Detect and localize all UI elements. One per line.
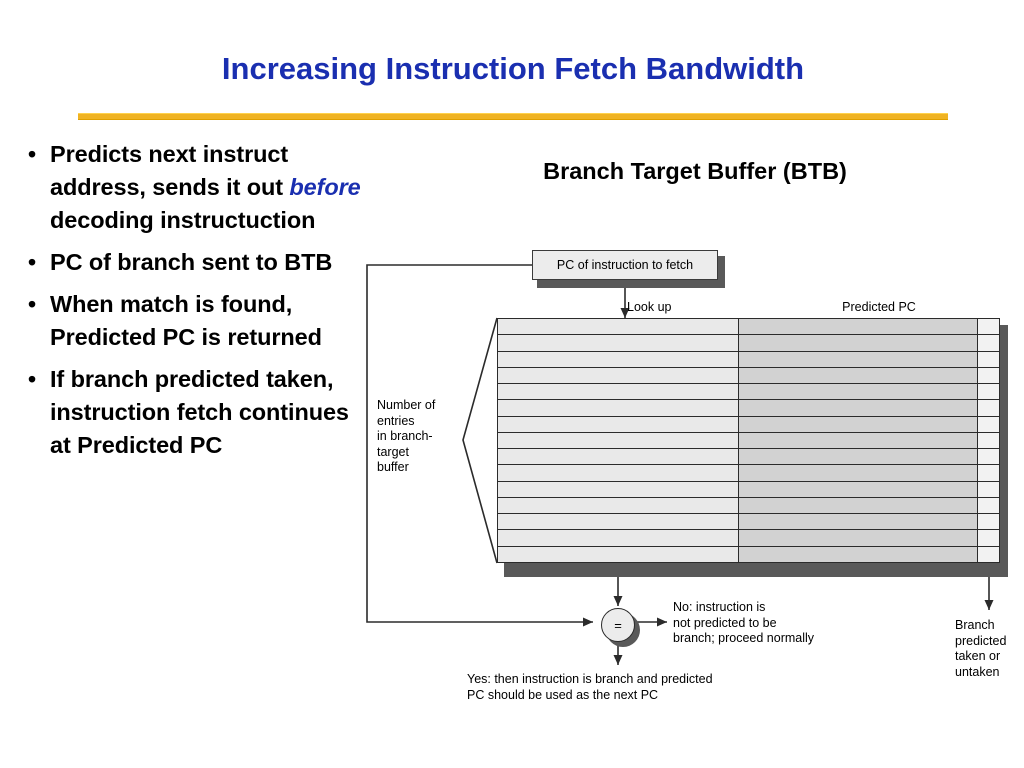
cell-tag xyxy=(498,351,739,367)
cell-predicted-pc xyxy=(739,351,978,367)
predicted-pc-label: Predicted PC xyxy=(842,300,916,314)
table-row[interactable] xyxy=(498,432,999,450)
cell-predicted-pc xyxy=(739,530,978,546)
cell-taken-flag xyxy=(978,384,999,400)
bullet-text-emphasis: before xyxy=(289,174,361,200)
bullet-marker-icon: • xyxy=(28,291,37,317)
cell-predicted-pc xyxy=(739,319,978,335)
cell-predicted-pc xyxy=(739,449,978,465)
list-item: • If branch predicted taken, instruction… xyxy=(28,363,368,462)
table-row[interactable] xyxy=(498,351,999,368)
cell-tag xyxy=(498,546,739,562)
table-row[interactable] xyxy=(498,449,999,466)
entries-brace-icon xyxy=(462,317,498,564)
table-row[interactable] xyxy=(498,319,999,336)
bullet-text: Predicts next instruct address, sends it… xyxy=(50,138,368,237)
cell-taken-flag xyxy=(978,465,999,481)
cell-predicted-pc xyxy=(739,384,978,400)
cell-taken-flag xyxy=(978,416,999,432)
cell-tag xyxy=(498,367,739,384)
table-row[interactable] xyxy=(498,335,999,352)
arrowhead-into-comparator xyxy=(583,617,593,627)
cell-predicted-pc xyxy=(739,497,978,514)
cell-tag xyxy=(498,416,739,432)
cell-taken-flag xyxy=(978,319,999,335)
cell-tag xyxy=(498,400,739,416)
btb-table[interactable] xyxy=(497,318,1000,563)
table-row[interactable] xyxy=(498,530,999,547)
cell-predicted-pc xyxy=(739,367,978,384)
table-row[interactable] xyxy=(498,481,999,498)
bullet-marker-icon: • xyxy=(28,249,37,275)
cell-tag xyxy=(498,481,739,497)
cell-taken-flag xyxy=(978,449,999,465)
cell-tag xyxy=(498,432,739,449)
cell-tag xyxy=(498,514,739,530)
entries-label: Number of entries in branch- target buff… xyxy=(377,398,436,474)
cell-taken-flag xyxy=(978,335,999,351)
cell-taken-flag xyxy=(978,432,999,449)
yes-outcome-label: Yes: then instruction is branch and pred… xyxy=(467,672,713,702)
cell-tag xyxy=(498,530,739,546)
cell-taken-flag xyxy=(978,400,999,416)
cell-predicted-pc xyxy=(739,481,978,497)
table-row[interactable] xyxy=(498,546,999,562)
cell-predicted-pc xyxy=(739,335,978,351)
pc-of-instruction-box[interactable]: PC of instruction to fetch xyxy=(532,250,718,280)
arrowhead-table-to-comparator xyxy=(613,596,623,606)
bullet-marker-icon: • xyxy=(28,141,37,167)
table-row[interactable] xyxy=(498,367,999,385)
cell-predicted-pc xyxy=(739,514,978,530)
no-outcome-label: No: instruction is not predicted to be b… xyxy=(673,600,815,645)
bullet-marker-icon: • xyxy=(28,366,37,392)
bullet-text-pre: Predicts next instruct address, sends it… xyxy=(50,141,290,200)
arrowhead-no xyxy=(657,617,667,627)
table-row[interactable] xyxy=(498,514,999,531)
btb-diagram: Branch Target Buffer (BTB) xyxy=(355,140,1024,720)
comparator-symbol: = xyxy=(614,617,622,633)
table-row[interactable] xyxy=(498,384,999,401)
page-title: Increasing Instruction Fetch Bandwidth xyxy=(221,51,805,86)
cell-taken-flag xyxy=(978,481,999,497)
cell-predicted-pc xyxy=(739,416,978,432)
cell-taken-flag xyxy=(978,367,999,384)
bullet-text: PC of branch sent to BTB xyxy=(50,249,333,275)
branch-outcome-label: Branch predicted taken or untaken xyxy=(955,618,1007,679)
cell-tag xyxy=(498,465,739,481)
cell-tag xyxy=(498,319,739,335)
comparator-node[interactable]: = xyxy=(601,608,635,642)
cell-tag xyxy=(498,335,739,351)
list-item: • Predicts next instruct address, sends … xyxy=(28,138,368,237)
bullet-list: • Predicts next instruct address, sends … xyxy=(28,138,368,471)
table-row[interactable] xyxy=(498,400,999,417)
lookup-label: Look up xyxy=(627,300,672,314)
cell-predicted-pc xyxy=(739,465,978,481)
title-divider xyxy=(78,113,948,120)
table-row[interactable] xyxy=(498,497,999,515)
table-row[interactable] xyxy=(498,465,999,482)
arrowhead-branch-outcome xyxy=(984,600,994,610)
bullet-text-post: decoding instructuction xyxy=(50,207,316,233)
cell-tag xyxy=(498,449,739,465)
cell-predicted-pc xyxy=(739,400,978,416)
arrowhead-yes xyxy=(613,655,623,665)
cell-taken-flag xyxy=(978,497,999,514)
cell-taken-flag xyxy=(978,351,999,367)
bullet-text: If branch predicted taken, instruction f… xyxy=(50,366,349,458)
table-row[interactable] xyxy=(498,416,999,433)
cell-predicted-pc xyxy=(739,432,978,449)
cell-taken-flag xyxy=(978,530,999,546)
cell-predicted-pc xyxy=(739,546,978,562)
bullet-text: When match is found, Predicted PC is ret… xyxy=(50,291,322,350)
cell-tag xyxy=(498,384,739,400)
pc-box-label: PC of instruction to fetch xyxy=(556,258,694,272)
diagram-heading: Branch Target Buffer (BTB) xyxy=(543,158,847,184)
list-item: • When match is found, Predicted PC is r… xyxy=(28,288,368,354)
cell-tag xyxy=(498,497,739,514)
cell-taken-flag xyxy=(978,546,999,562)
cell-taken-flag xyxy=(978,514,999,530)
list-item: • PC of branch sent to BTB xyxy=(28,246,368,279)
